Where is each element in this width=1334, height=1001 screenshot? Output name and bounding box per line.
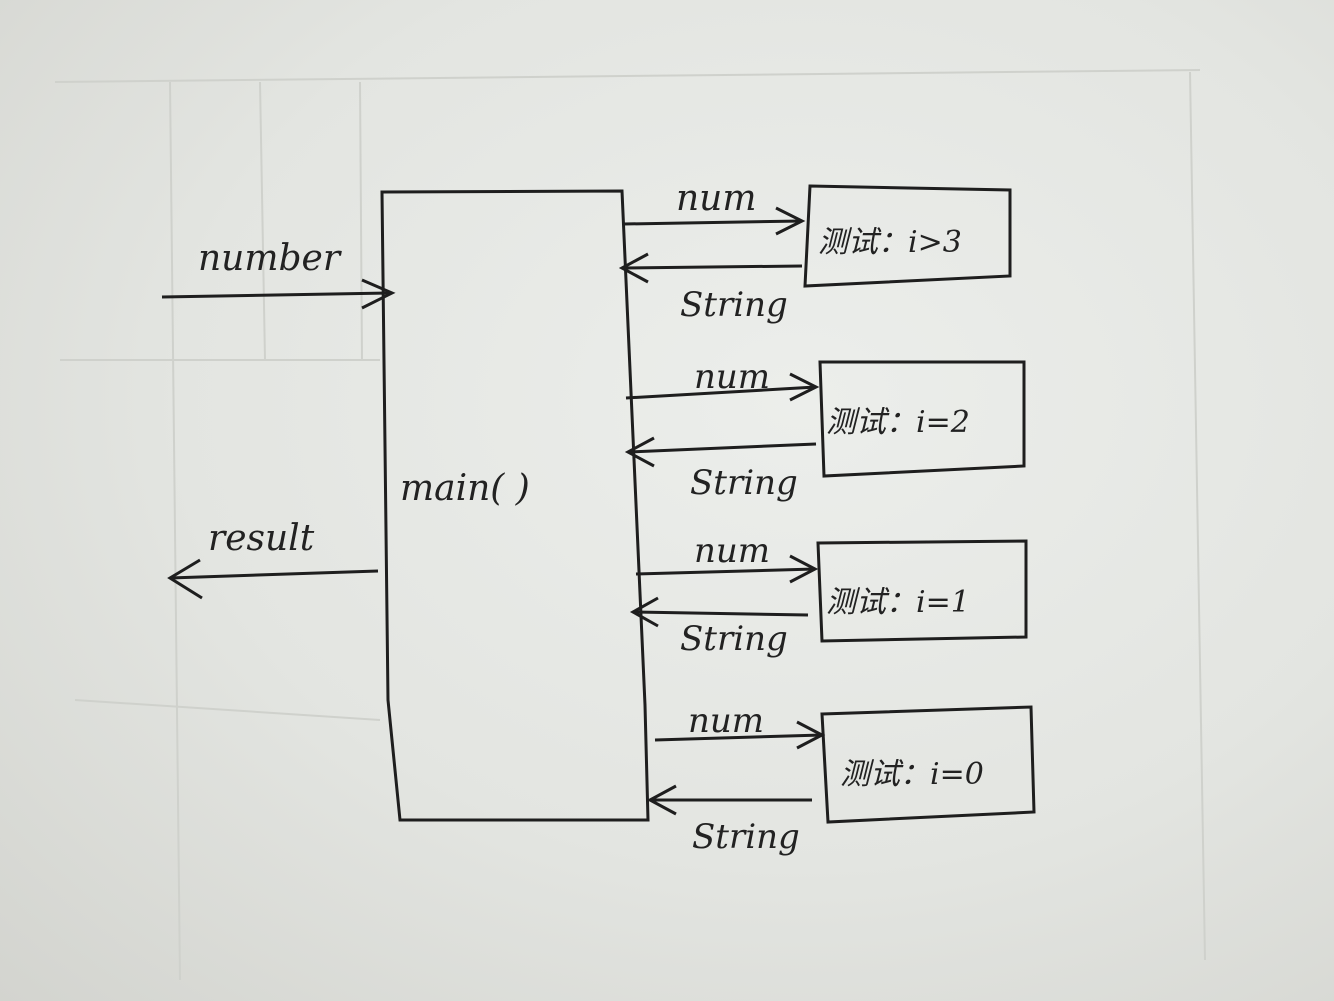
- call-group-2: num String 测试：i=2: [624, 357, 1026, 503]
- string-label-1: String: [680, 285, 788, 325]
- string-label-4: String: [692, 817, 800, 857]
- result-output-arrow: [167, 558, 379, 600]
- number-label: number: [198, 238, 342, 279]
- number-input-arrow: [161, 278, 396, 310]
- test-box-3: [816, 539, 1028, 643]
- num-label-4: num: [688, 701, 764, 741]
- main-label: main( ): [400, 468, 530, 509]
- call-group-1: num String 测试：i>3: [618, 178, 1012, 325]
- num-label-1: num: [676, 178, 757, 219]
- test-box-1: [803, 184, 1012, 288]
- test-box-2: [818, 360, 1026, 478]
- num-label-2: num: [694, 357, 770, 397]
- test-box-4: [820, 705, 1036, 824]
- num-label-3: num: [694, 531, 770, 571]
- call-group-4: num String 测试：i=0: [646, 701, 1036, 857]
- call-group-3: num String 测试：i=1: [629, 531, 1028, 659]
- result-label: result: [208, 518, 315, 559]
- test-box-text-1: 测试：i>3: [818, 225, 962, 260]
- string-label-3: String: [680, 619, 788, 659]
- string-label-2: String: [690, 463, 798, 503]
- test-box-text-4: 测试：i=0: [840, 757, 984, 792]
- test-box-text-3: 测试：i=1: [826, 585, 970, 620]
- main-box: [380, 189, 650, 822]
- test-box-text-2: 测试：i=2: [826, 405, 970, 440]
